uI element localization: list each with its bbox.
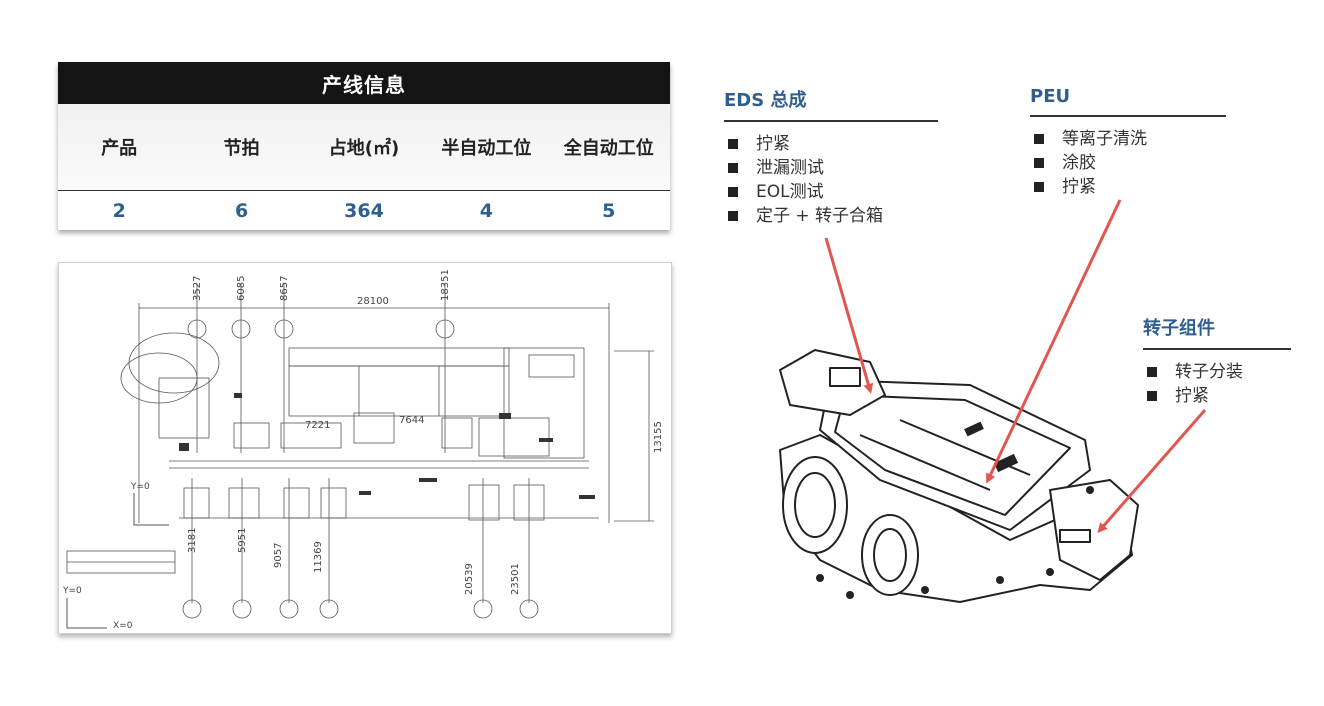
list-item-label: 等离子清洗 [1062, 129, 1147, 149]
list-item-label: 涂胶 [1062, 153, 1096, 173]
dim-inner-b: 7644 [399, 415, 424, 426]
line-layout-drawing: 3527 6085 8657 18351 28100 13155 7221 76… [58, 262, 672, 634]
value-takt: 6 [234, 199, 249, 222]
header-full-auto-stations: 全自动工位 [563, 138, 654, 159]
layout-drawing-svg: 3527 6085 8657 18351 28100 13155 7221 76… [62, 269, 664, 631]
list-item: 拧紧 [1030, 175, 1226, 199]
list-item: 定子 + 转子合箱 [724, 204, 938, 228]
eds-product-drawing [779, 349, 1139, 603]
callout-eds-title: EDS 总成 [724, 86, 938, 122]
dim-bottom-2: 5951 [237, 528, 248, 553]
callout-eds-assembly: EDS 总成 拧紧 泄漏测试 EOL测试 定子 + 转子合箱 [724, 86, 938, 228]
table-value-row: 2 6 364 4 5 [58, 191, 670, 230]
dim-bottom-1: 3181 [187, 528, 198, 553]
list-item: 涂胶 [1030, 151, 1226, 175]
dim-bottom-5: 20539 [464, 563, 475, 595]
value-area: 364 [344, 199, 384, 222]
dim-top-3: 8657 [279, 276, 290, 301]
axis-label-y-top: Y=0 [130, 482, 150, 492]
square-bullet-icon [1147, 391, 1157, 401]
callout-rotor-assembly: 转子组件 转子分装 拧紧 [1143, 314, 1291, 408]
square-bullet-icon [728, 211, 738, 221]
list-item: EOL测试 [724, 180, 938, 204]
list-item-label: 泄漏测试 [756, 158, 824, 178]
value-full-auto-stations: 5 [602, 199, 616, 222]
dim-top-2: 6085 [236, 276, 247, 301]
callout-peu-list: 等离子清洗 涂胶 拧紧 [1030, 127, 1226, 199]
square-bullet-icon [1034, 134, 1044, 144]
square-bullet-icon [728, 163, 738, 173]
dim-top-1: 3527 [192, 276, 203, 301]
square-bullet-icon [1034, 182, 1044, 192]
table-title: 产线信息 [58, 62, 670, 104]
callout-rotor-title: 转子组件 [1143, 314, 1291, 350]
list-item-label: 拧紧 [756, 134, 790, 154]
square-bullet-icon [1034, 158, 1044, 168]
list-item: 等离子清洗 [1030, 127, 1226, 151]
square-bullet-icon [728, 139, 738, 149]
dim-height: 13155 [653, 421, 664, 453]
dim-bottom-6: 23501 [510, 563, 521, 595]
list-item-label: 定子 + 转子合箱 [756, 206, 884, 226]
header-semi-auto-stations: 半自动工位 [441, 138, 532, 159]
dim-bottom-4: 11369 [313, 541, 324, 573]
header-takt: 节拍 [223, 138, 260, 159]
callout-peu: PEU 等离子清洗 涂胶 拧紧 [1030, 86, 1226, 199]
list-item: 转子分装 [1143, 360, 1291, 384]
list-item: 拧紧 [724, 132, 938, 156]
list-item-label: 拧紧 [1175, 386, 1209, 406]
header-area: 占地(㎡) [328, 138, 400, 159]
header-product: 产品 [101, 138, 138, 159]
value-product: 2 [112, 199, 126, 222]
square-bullet-icon [1147, 367, 1157, 377]
axis-label-y-bottom: Y=0 [62, 586, 82, 596]
axis-label-x: X=0 [113, 621, 133, 631]
list-item: 拧紧 [1143, 384, 1291, 408]
list-item-label: 转子分装 [1175, 362, 1243, 382]
list-item-label: EOL测试 [756, 182, 824, 202]
callout-peu-title: PEU [1030, 86, 1226, 117]
value-semi-auto-stations: 4 [479, 199, 493, 222]
callout-rotor-list: 转子分装 拧紧 [1143, 360, 1291, 408]
production-line-info-table: 产线信息 产品 节拍 占地(㎡) 半自动工位 全自动工位 2 6 364 4 5 [58, 62, 670, 230]
square-bullet-icon [728, 187, 738, 197]
list-item-label: 拧紧 [1062, 177, 1096, 197]
dim-bottom-3: 9057 [273, 543, 284, 568]
list-item: 泄漏测试 [724, 156, 938, 180]
callout-eds-list: 拧紧 泄漏测试 EOL测试 定子 + 转子合箱 [724, 132, 938, 228]
table-header-row: 产品 节拍 占地(㎡) 半自动工位 全自动工位 [58, 104, 670, 191]
dim-top-4: 18351 [440, 269, 451, 301]
dim-width: 28100 [357, 296, 389, 307]
dim-inner-a: 7221 [305, 420, 330, 431]
